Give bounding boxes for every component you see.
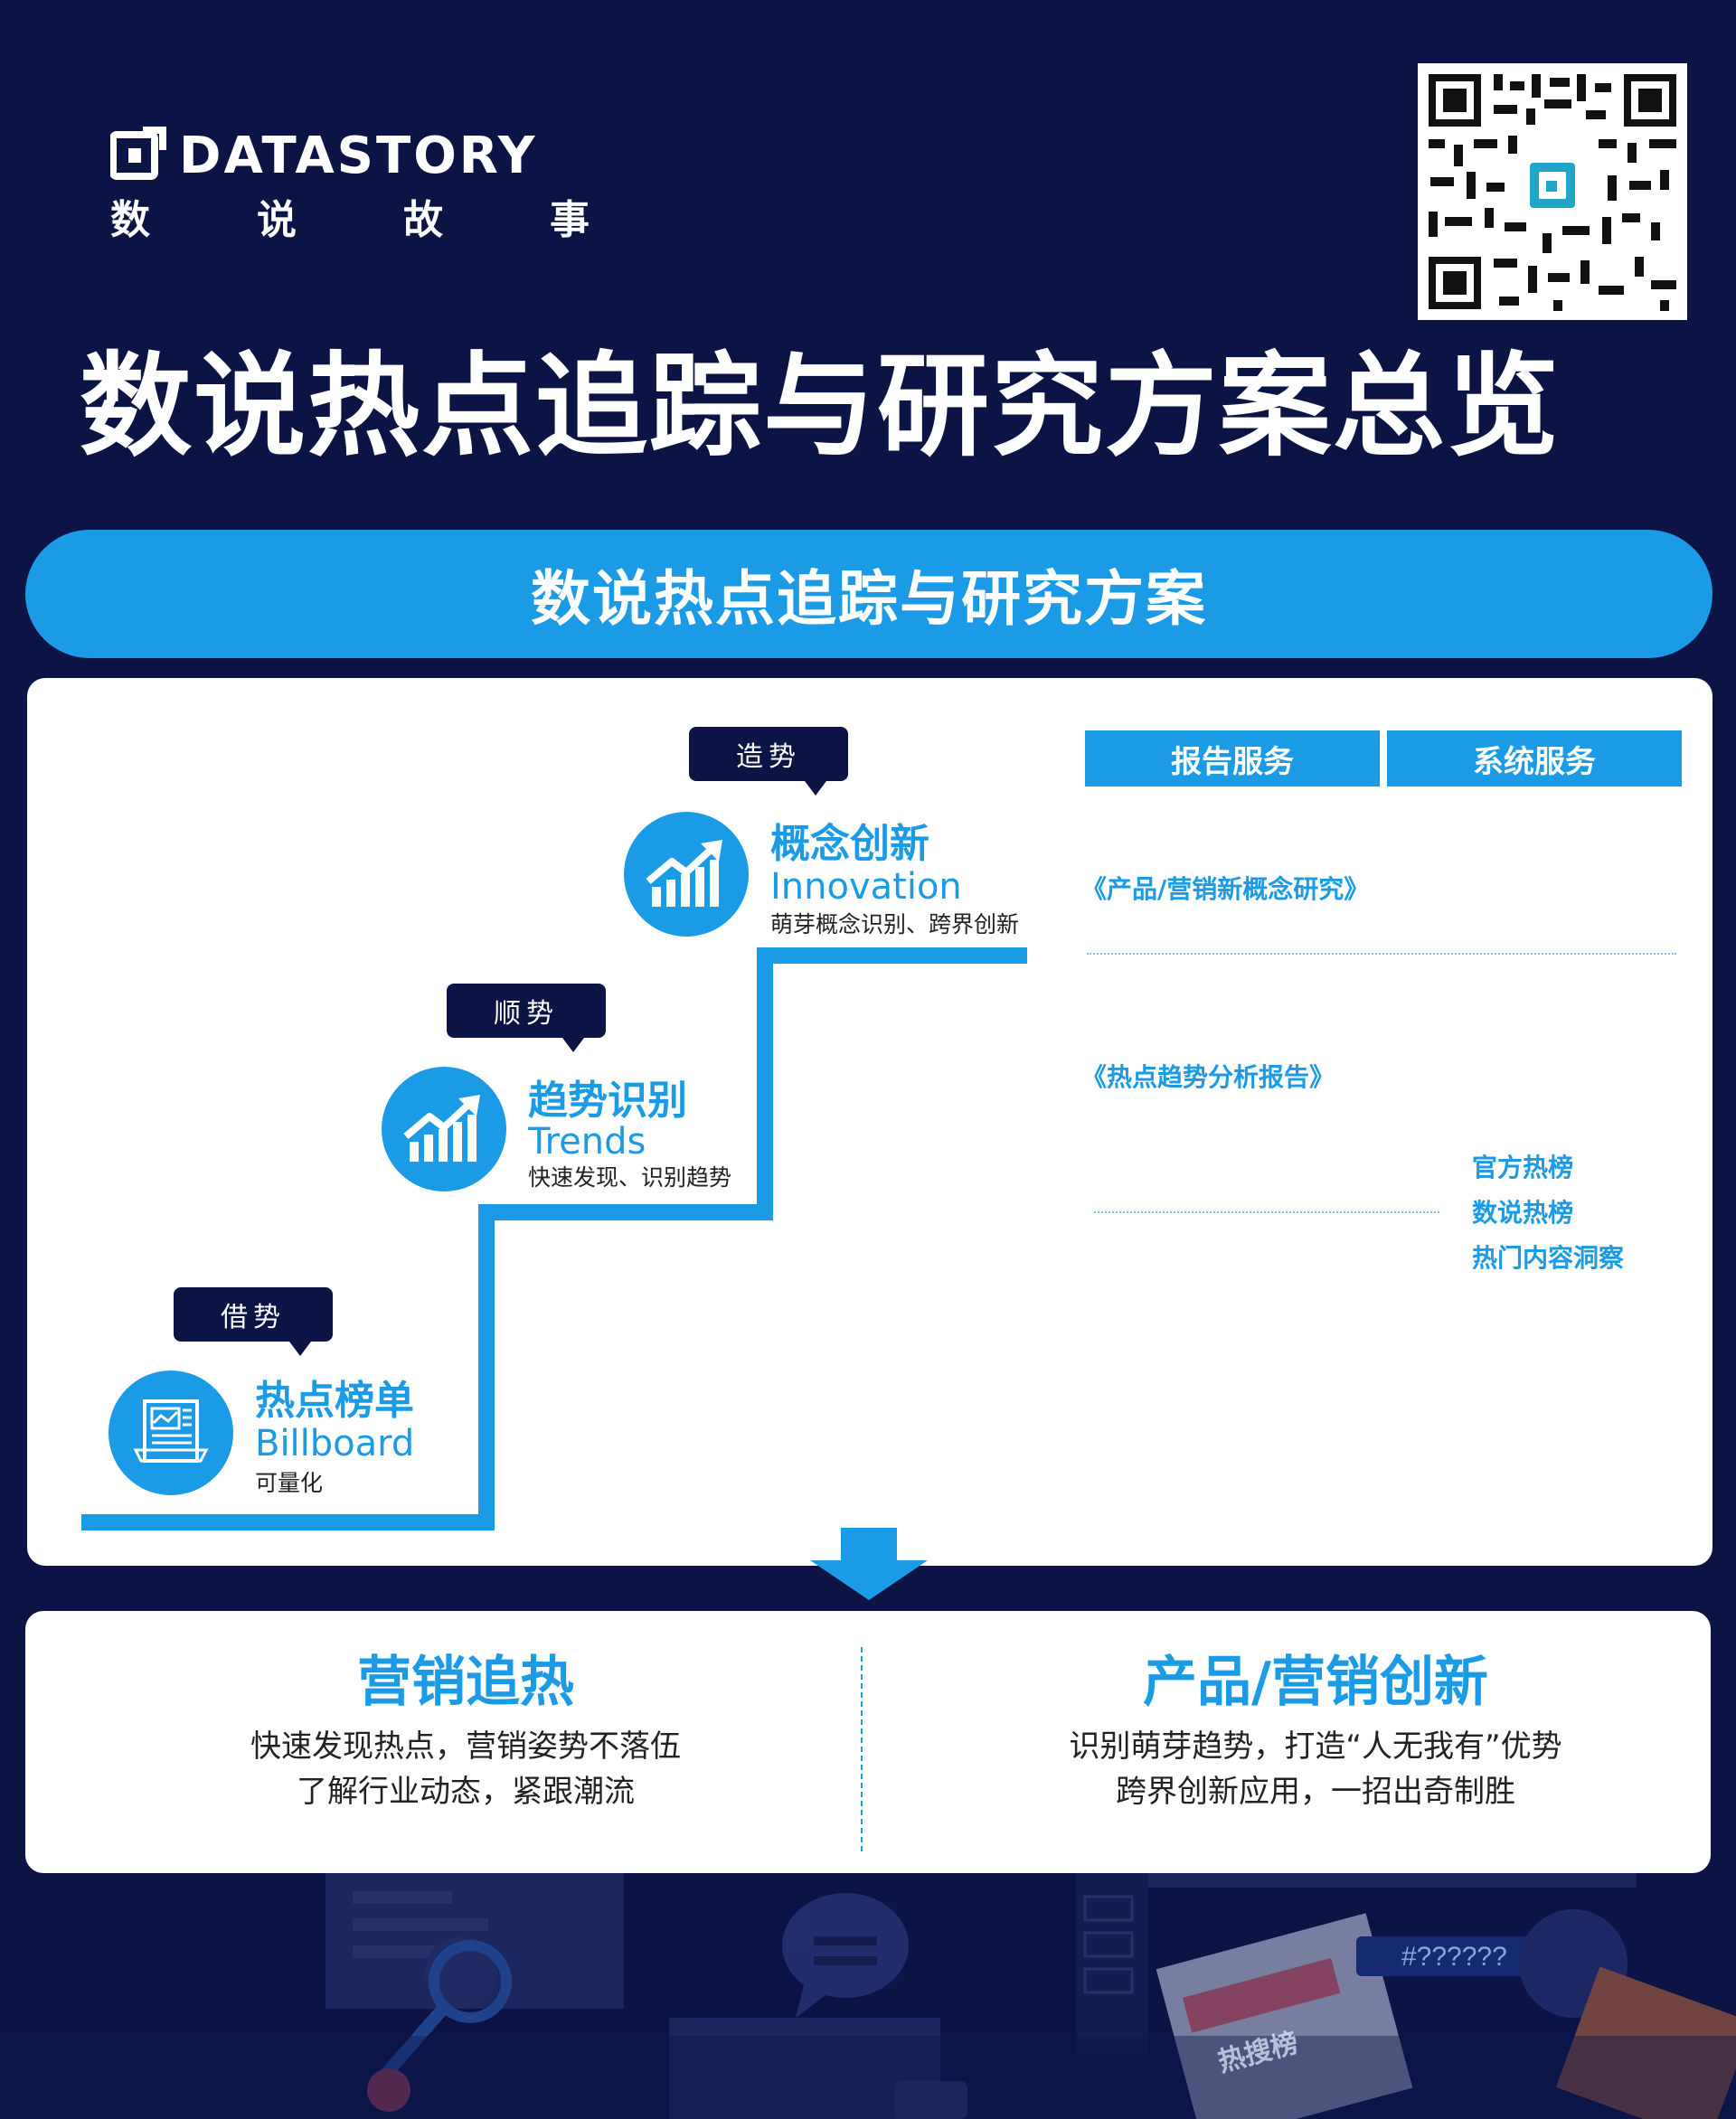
step-icon-billboard <box>108 1370 233 1495</box>
benefit-line: 了解行业动态，紧跟潮流 <box>297 1774 635 1810</box>
benefit-line: 快速发现热点，营销姿势不落伍 <box>250 1728 681 1765</box>
step-tag-follow-trend: 顺势 <box>447 984 606 1052</box>
document-chart-icon <box>133 1399 209 1463</box>
background-illustration: #?????? 热搜榜 <box>0 1873 1736 2119</box>
benefits-divider <box>861 1647 863 1851</box>
logo-char: 说 <box>257 197 297 243</box>
step-title-trends: 趋势识别 <box>528 1078 687 1124</box>
step-tag-create-trend: 造势 <box>689 727 848 796</box>
step-title-innovation: 概念创新 <box>770 821 929 867</box>
system-item-content-insight: 热门内容洞察 <box>1472 1243 1625 1273</box>
step-subtitle-innovation: Innovation <box>770 866 962 908</box>
benefit-title-marketing: 营销追热 <box>357 1651 574 1714</box>
step-desc-billboard: 可量化 <box>255 1470 324 1496</box>
system-service-header: 系统服务 <box>1387 730 1682 786</box>
growth-chart-icon <box>646 840 722 907</box>
report-item-concept-research: 《产品/营销新概念研究》 <box>1081 874 1370 904</box>
down-arrow-icon <box>810 1528 928 1600</box>
datastory-logo-icon <box>110 127 166 180</box>
logo-chinese-name: 数 说 故 事 <box>110 193 590 248</box>
solution-banner: 数说热点追踪与研究方案 <box>25 530 1712 658</box>
logo-wordmark: DATASTORY <box>179 127 538 185</box>
decor-hashtag-text: #?????? <box>1401 1942 1507 1972</box>
step-icon-innovation <box>624 812 749 937</box>
step-desc-innovation: 萌芽概念识别、跨界创新 <box>770 911 1020 937</box>
system-item-datastory-hotlist: 数说热榜 <box>1472 1198 1574 1228</box>
benefit-line: 跨界创新应用，一招出奇制胜 <box>1116 1774 1515 1810</box>
benefit-title-innovation: 产品/营销创新 <box>1143 1651 1488 1714</box>
system-item-official-hotlist: 官方热榜 <box>1472 1153 1574 1182</box>
logo-char: 故 <box>403 197 443 243</box>
growth-chart-icon <box>403 1095 480 1162</box>
step-title-billboard: 热点榜单 <box>255 1378 414 1424</box>
step-subtitle-trends: Trends <box>528 1121 646 1163</box>
benefit-line: 识别萌芽趋势，打造“人无我有”优势 <box>1069 1728 1562 1765</box>
page-title: 数说热点追踪与研究方案总览 <box>80 342 1561 472</box>
divider-line <box>1087 953 1676 955</box>
banner-label: 数说热点追踪与研究方案 <box>531 564 1207 634</box>
step-icon-trends <box>382 1067 506 1191</box>
report-service-header: 报告服务 <box>1085 730 1380 786</box>
qr-code-icon <box>1418 63 1687 320</box>
logo-char: 事 <box>550 197 590 243</box>
benefits-panel <box>25 1611 1711 1873</box>
step-tag-borrow-trend: 借势 <box>174 1287 333 1356</box>
step-desc-trends: 快速发现、识别趋势 <box>528 1164 732 1191</box>
divider-line <box>1094 1211 1439 1213</box>
step-subtitle-billboard: Billboard <box>255 1423 415 1464</box>
report-item-trend-analysis: 《热点趋势分析报告》 <box>1081 1062 1335 1092</box>
logo-char: 数 <box>110 197 150 243</box>
